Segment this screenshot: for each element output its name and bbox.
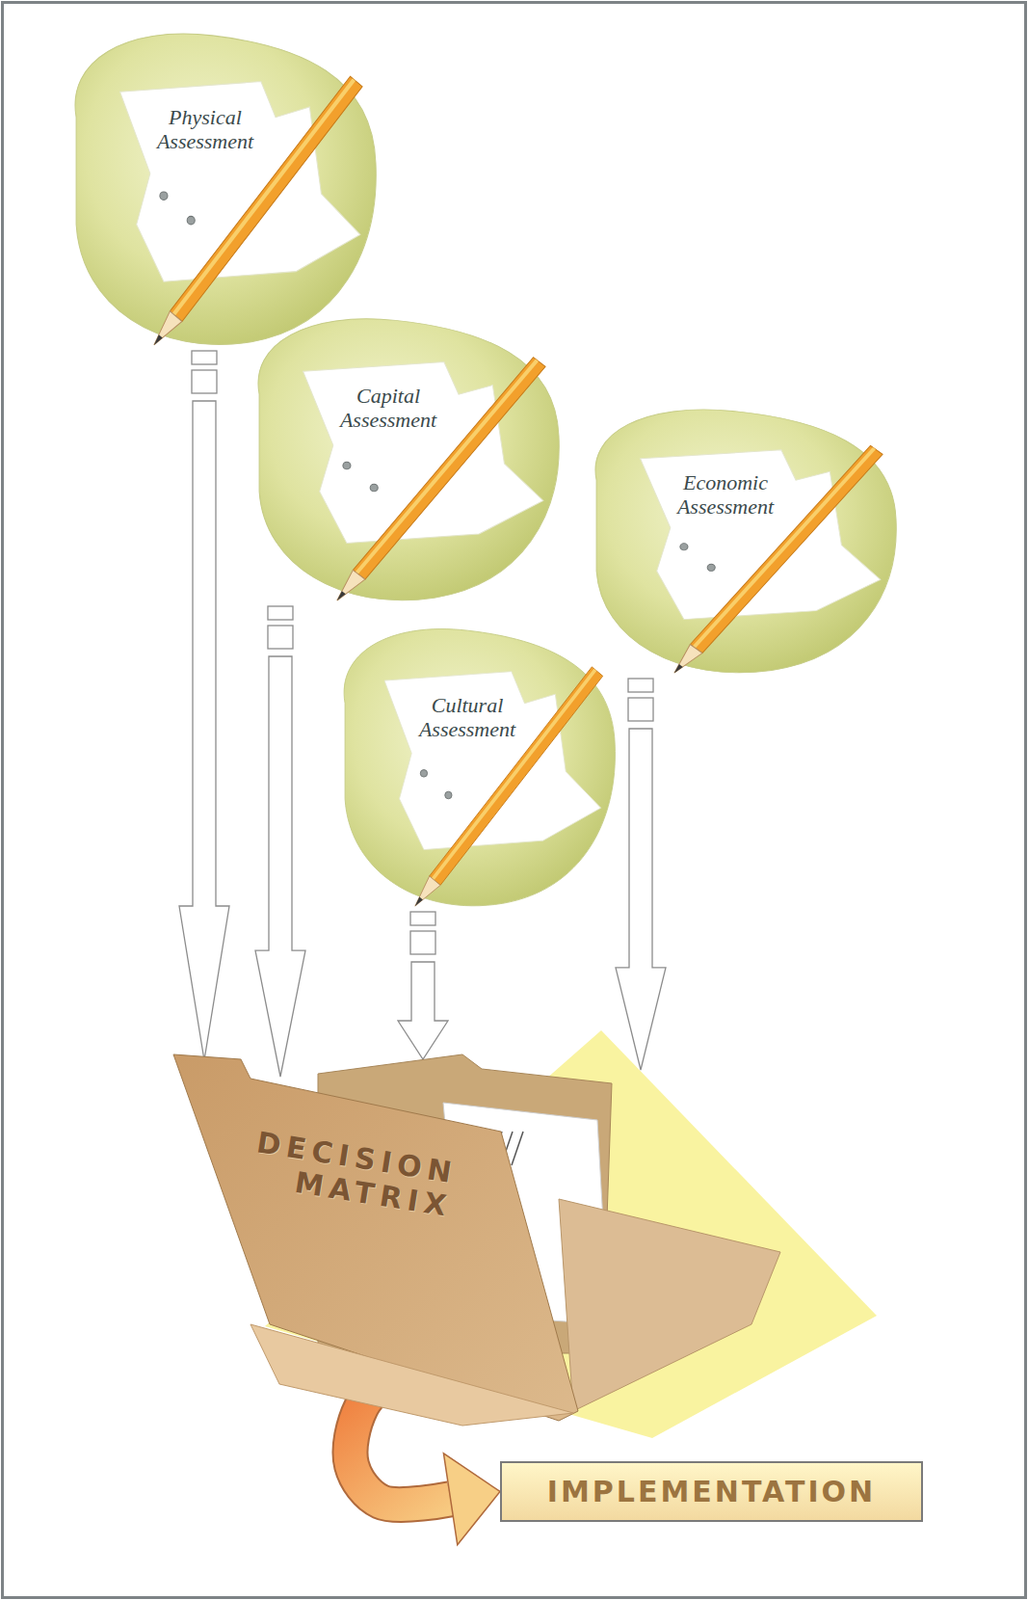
blob-outline: [249, 306, 561, 603]
pencil-lead: [674, 663, 684, 673]
dash-mark: [191, 350, 217, 365]
paper-dot: [680, 543, 688, 551]
blob-shape: [75, 33, 376, 344]
pencil-lead: [337, 590, 346, 601]
blob-shape: [258, 318, 559, 601]
assessment-blob: Physical Assessment: [66, 20, 378, 347]
hollow-arrow: [397, 961, 449, 1059]
assessment-blob: Capital Assessment: [249, 306, 561, 603]
connector-group: [255, 606, 306, 1077]
assessment-label: Economic Assessment: [661, 470, 790, 520]
decision-folder: DECISION MATRIX: [173, 1034, 877, 1363]
implementation-label: IMPLEMENTATION: [547, 1475, 876, 1507]
pencil-tip: [154, 311, 183, 345]
dash-mark: [267, 625, 293, 649]
connector-group: [615, 678, 666, 1070]
dash-mark: [628, 697, 654, 721]
paper-dot: [445, 790, 452, 799]
assessment-blob: Economic Assessment: [586, 397, 898, 675]
hollow-arrow: [179, 400, 230, 1060]
assessment-blob: Cultural Assessment: [336, 616, 617, 908]
folder-right-flap: [558, 1198, 781, 1411]
dash-mark: [191, 369, 217, 394]
pencil-lead: [415, 896, 423, 907]
hollow-arrow: [255, 656, 306, 1077]
paper-line: [511, 1131, 524, 1165]
pencil-tip: [674, 644, 703, 674]
connector-group: [397, 911, 449, 1059]
paper-dot: [186, 215, 195, 224]
pencil-lead: [154, 334, 163, 345]
blob-outline: [66, 20, 378, 347]
dash-mark: [628, 678, 654, 692]
dash-mark: [410, 911, 436, 925]
implementation-box: IMPLEMENTATION: [500, 1460, 923, 1522]
paper-dot: [420, 769, 427, 778]
folder-lower-piece: [250, 1323, 574, 1425]
paper-dot: [369, 483, 378, 492]
blob-outline: [336, 616, 617, 908]
dash-mark: [410, 930, 436, 954]
assessment-label: Capital Assessment: [324, 383, 452, 433]
connector-group: [179, 350, 230, 1060]
hollow-arrow: [615, 728, 666, 1070]
paper-dot: [342, 461, 351, 470]
folder-outline: [173, 1034, 877, 1363]
dash-mark: [267, 606, 293, 620]
blob-shape: [343, 629, 615, 906]
blob-shape: [595, 409, 897, 673]
paper-dot: [159, 191, 168, 200]
paper-dot: [707, 563, 715, 571]
pencil-tip: [337, 569, 366, 601]
assessment-label: Physical Assessment: [141, 105, 269, 155]
pencil-tip: [415, 875, 441, 906]
assessment-label: Cultural Assessment: [403, 692, 531, 742]
blob-outline: [586, 397, 898, 675]
curved-arrow-head: [443, 1452, 501, 1545]
